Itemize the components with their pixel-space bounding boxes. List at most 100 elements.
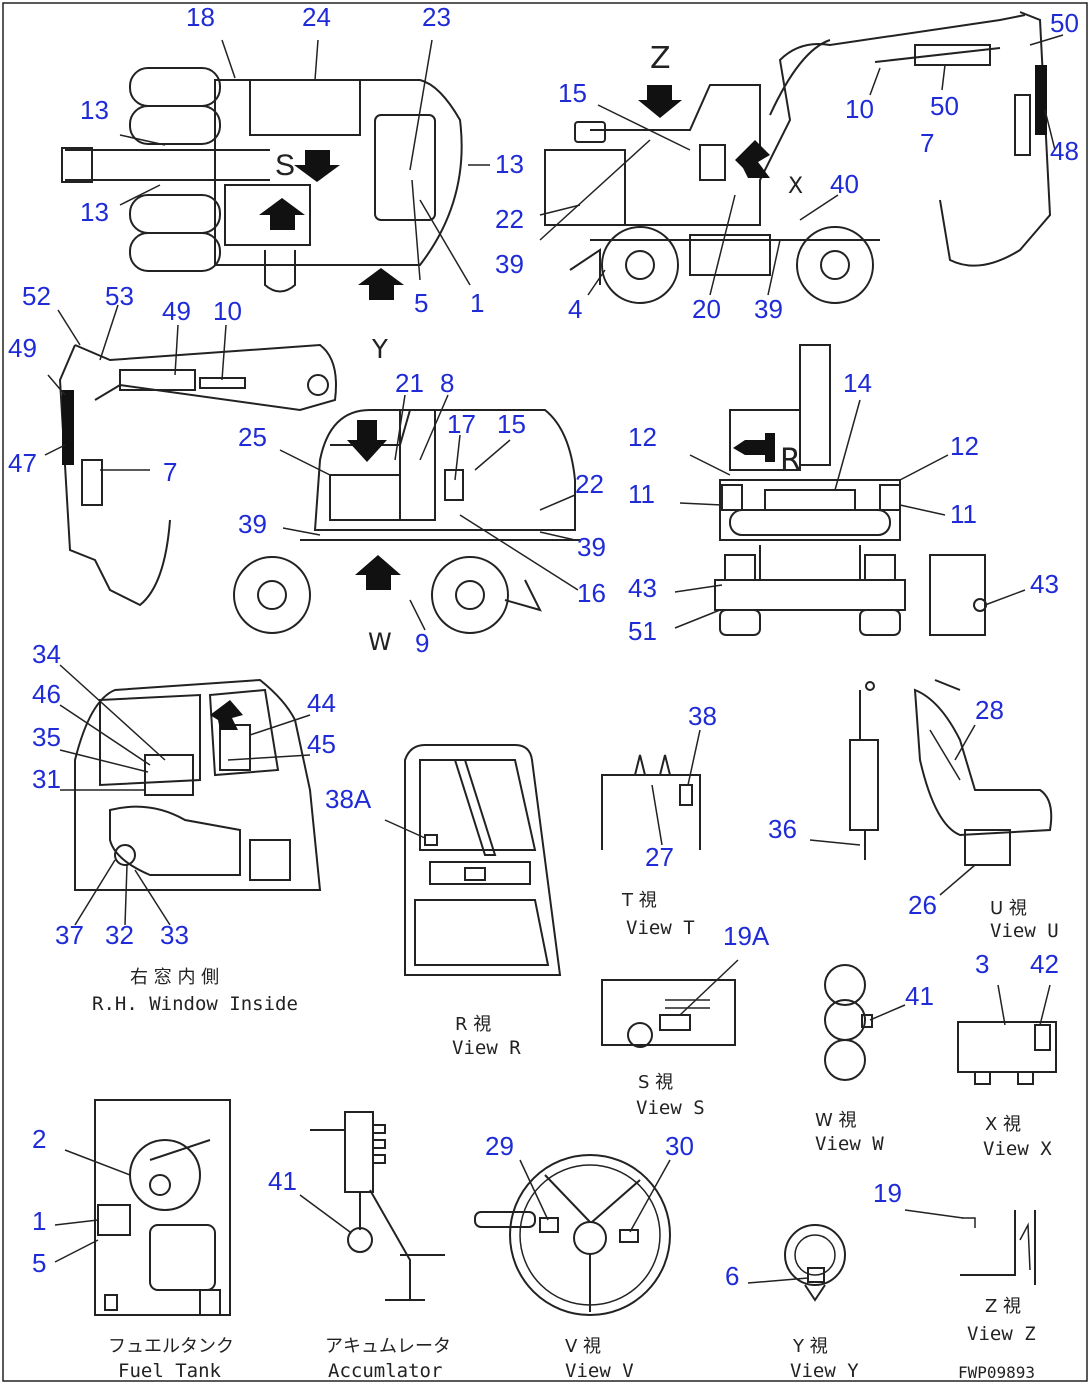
callout-7: 7 bbox=[163, 457, 177, 487]
callout-29: 29 bbox=[485, 1131, 514, 1161]
callout-43: 43 bbox=[1030, 569, 1059, 599]
callout-13: 13 bbox=[80, 197, 109, 227]
callout-48: 48 bbox=[1050, 136, 1079, 166]
caption-view-z-jp: Z 視 bbox=[985, 1296, 1021, 1317]
caption-fuel-tank-jp: フュエルタンク bbox=[108, 1336, 234, 1357]
rh-window-inside bbox=[59, 664, 322, 926]
callout-5: 5 bbox=[32, 1248, 46, 1278]
callout-44: 44 bbox=[307, 688, 336, 718]
caption-view-u-jp: U 視 bbox=[990, 898, 1027, 919]
callout-8: 8 bbox=[440, 368, 454, 398]
callout-50: 50 bbox=[930, 91, 959, 121]
callout-18: 18 bbox=[186, 2, 215, 32]
callout-3: 3 bbox=[975, 949, 989, 979]
view-s-panel bbox=[601, 959, 739, 1048]
accumulator-panel bbox=[299, 1111, 445, 1301]
caption-view-t-jp: T 視 bbox=[621, 890, 657, 911]
caption-view-z-en: View Z bbox=[967, 1323, 1036, 1345]
callout-38A: 38A bbox=[325, 784, 372, 814]
callout-32: 32 bbox=[105, 920, 134, 950]
callout-49: 49 bbox=[162, 296, 191, 326]
callout-11: 11 bbox=[950, 499, 977, 529]
caption-accumulator-en: Accumlator bbox=[328, 1360, 442, 1382]
callout-2: 2 bbox=[32, 1124, 46, 1154]
callout-10: 10 bbox=[845, 94, 874, 124]
callout-42: 42 bbox=[1030, 949, 1059, 979]
callout-39: 39 bbox=[577, 532, 606, 562]
callout-15: 15 bbox=[558, 78, 587, 108]
caption-view-x-en: View X bbox=[983, 1138, 1052, 1160]
callout-39: 39 bbox=[754, 294, 783, 324]
caption-view-y-en: View Y bbox=[790, 1360, 859, 1382]
side-view-machine: Z X bbox=[539, 11, 1064, 304]
callout-13: 13 bbox=[80, 95, 109, 125]
callout-22: 22 bbox=[495, 204, 524, 234]
callout-12: 12 bbox=[628, 422, 657, 452]
callout-19A: 19A bbox=[723, 921, 770, 951]
callout-21: 21 bbox=[395, 368, 424, 398]
view-z-panel bbox=[904, 1209, 1036, 1285]
fuel-tank-panel bbox=[54, 1099, 231, 1316]
callout-1: 1 bbox=[470, 288, 484, 318]
caption-view-r-en: View R bbox=[452, 1037, 521, 1059]
caption-view-x-jp: X 視 bbox=[985, 1114, 1021, 1135]
callout-37: 37 bbox=[55, 920, 84, 950]
callout-49: 49 bbox=[8, 333, 37, 363]
caption-view-u-en: View U bbox=[990, 920, 1059, 942]
callout-5: 5 bbox=[414, 288, 428, 318]
callout-19: 19 bbox=[873, 1178, 902, 1208]
callout-23: 23 bbox=[422, 2, 451, 32]
view-letter-z: Z bbox=[650, 41, 671, 76]
callout-39: 39 bbox=[495, 249, 524, 279]
view-v-steering-wheel bbox=[474, 1154, 671, 1316]
callout-20: 20 bbox=[692, 294, 721, 324]
callout-38: 38 bbox=[688, 701, 717, 731]
view-t-panel bbox=[601, 729, 701, 850]
callout-17: 17 bbox=[447, 409, 476, 439]
callout-34: 34 bbox=[32, 639, 61, 669]
view-x-panel bbox=[957, 984, 1057, 1085]
callout-13: 13 bbox=[495, 149, 524, 179]
view-w-panel bbox=[824, 964, 906, 1081]
callout-24: 24 bbox=[302, 2, 331, 32]
callout-11: 11 bbox=[628, 479, 655, 509]
caption-view-s-en: View S bbox=[636, 1097, 705, 1119]
view-letter-y: Y bbox=[371, 335, 388, 365]
top-view-machine: S Y bbox=[61, 39, 490, 365]
view-letter-r: R bbox=[780, 443, 801, 478]
callout-33: 33 bbox=[160, 920, 189, 950]
callout-1: 1 bbox=[32, 1206, 46, 1236]
callout-41: 41 bbox=[268, 1166, 297, 1196]
caption-rh-window-en: R.H. Window Inside bbox=[92, 993, 298, 1015]
view-y-panel bbox=[747, 1224, 846, 1302]
left-side-view-machine: W bbox=[44, 304, 580, 656]
callout-10: 10 bbox=[213, 296, 242, 326]
caption-view-t-en: View T bbox=[626, 917, 695, 939]
callout-51: 51 bbox=[628, 616, 657, 646]
callout-52: 52 bbox=[22, 281, 51, 311]
caption-view-w-en: View W bbox=[815, 1133, 884, 1155]
callout-43: 43 bbox=[628, 573, 657, 603]
callout-12: 12 bbox=[950, 431, 979, 461]
caption-view-r-jp: R 視 bbox=[455, 1014, 491, 1035]
callout-31: 31 bbox=[32, 764, 61, 794]
callout-27: 27 bbox=[645, 842, 674, 872]
callout-40: 40 bbox=[830, 169, 859, 199]
callout-25: 25 bbox=[238, 422, 267, 452]
callout-15: 15 bbox=[497, 409, 526, 439]
callout-4: 4 bbox=[568, 294, 582, 324]
callout-26: 26 bbox=[908, 890, 937, 920]
rear-view-machine: R bbox=[674, 344, 1026, 636]
caption-view-v-en: View V bbox=[565, 1360, 634, 1382]
caption-view-w-jp: W 視 bbox=[815, 1110, 857, 1131]
callout-35: 35 bbox=[32, 722, 61, 752]
callout-22: 22 bbox=[575, 469, 604, 499]
view-letter-w: W bbox=[368, 628, 392, 656]
callout-36: 36 bbox=[768, 814, 797, 844]
callout-14: 14 bbox=[843, 368, 872, 398]
caption-rh-window-jp: 右 窓 内 側 bbox=[130, 967, 219, 988]
caption-accumulator-jp: アキュムレータ bbox=[325, 1336, 451, 1357]
view-letter-s: S bbox=[275, 149, 295, 182]
